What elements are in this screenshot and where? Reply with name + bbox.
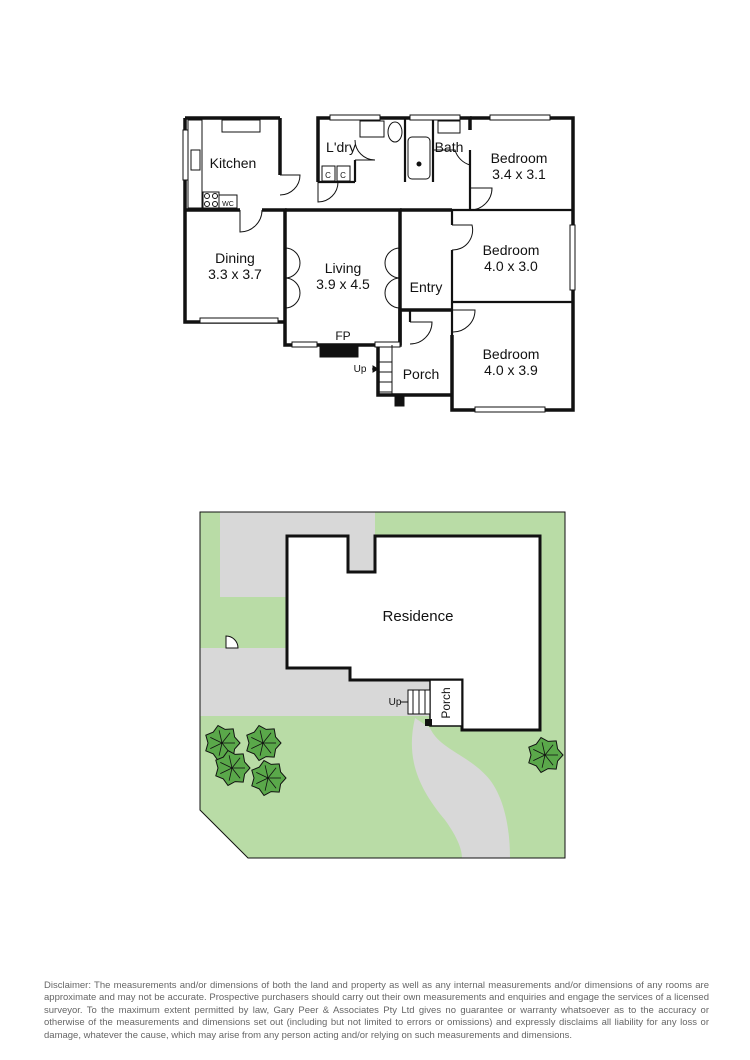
site-porch-post — [425, 719, 432, 726]
trees — [205, 724, 564, 797]
property-plan: Kitchen L'dry Bath Bedroom 3.4 x 3.1 Bed… — [182, 114, 576, 859]
entry-label: Entry — [410, 279, 443, 295]
kitchen-label: Kitchen — [210, 155, 257, 171]
bedroom1-dims: 3.4 x 3.1 — [492, 166, 546, 182]
vanity — [437, 120, 461, 134]
tree-icon — [215, 749, 251, 787]
residence-footprint — [285, 534, 542, 732]
disclaimer: Disclaimer: The measurements and/or dime… — [44, 980, 709, 1041]
bedroom1-label: Bedroom — [491, 150, 548, 166]
walkway — [411, 718, 510, 858]
laundry-trough — [359, 120, 385, 138]
tree-icon — [528, 736, 564, 774]
bath-label: Bath — [435, 139, 464, 155]
bedroom3-dims: 4.0 x 3.9 — [484, 362, 538, 378]
bedroom2-dims: 4.0 x 3.0 — [484, 258, 538, 274]
fixtures — [187, 119, 461, 407]
wc-cupboard — [218, 194, 238, 209]
block-boundary — [199, 511, 566, 859]
cupboard-2 — [336, 165, 351, 182]
porch-label: Porch — [403, 366, 440, 382]
tree-icon — [251, 759, 287, 797]
cupboard-1-label: C — [325, 171, 331, 180]
living-dims: 3.9 x 4.5 — [316, 276, 370, 292]
site-porch — [429, 679, 463, 727]
toilet-icon — [387, 121, 403, 143]
bath-tub — [407, 136, 431, 180]
site-up-label: Up — [389, 697, 402, 708]
cupboard-2-label: C — [340, 171, 346, 180]
porch-stairs — [372, 345, 393, 395]
dining-label: Dining — [215, 250, 255, 266]
room-labels: Kitchen L'dry Bath Bedroom 3.4 x 3.1 Bed… — [208, 139, 547, 382]
rangehood — [221, 119, 261, 133]
laundry-label: L'dry — [326, 139, 356, 155]
fireplace — [319, 344, 359, 358]
fireplace-label: FP — [335, 329, 350, 343]
site-plan: Residence Porch Up — [199, 511, 566, 859]
driveway-side — [200, 512, 220, 652]
living-label: Living — [325, 260, 362, 276]
porch-post — [394, 395, 405, 407]
wc-label: WC — [222, 201, 234, 208]
cupboard-1 — [321, 165, 336, 182]
tree-icon — [246, 724, 282, 762]
floor-plan: Kitchen L'dry Bath Bedroom 3.4 x 3.1 Bed… — [182, 114, 576, 413]
kitchen-sink — [190, 149, 201, 171]
site-porch-label: Porch — [439, 687, 453, 718]
doors — [239, 139, 493, 345]
site-stairs — [407, 689, 431, 715]
dining-dims: 3.3 x 3.7 — [208, 266, 262, 282]
residence-label: Residence — [383, 608, 454, 625]
bedroom3-label: Bedroom — [483, 346, 540, 362]
gate — [225, 635, 239, 649]
bedroom2-label: Bedroom — [483, 242, 540, 258]
up-label: Up — [354, 364, 367, 375]
